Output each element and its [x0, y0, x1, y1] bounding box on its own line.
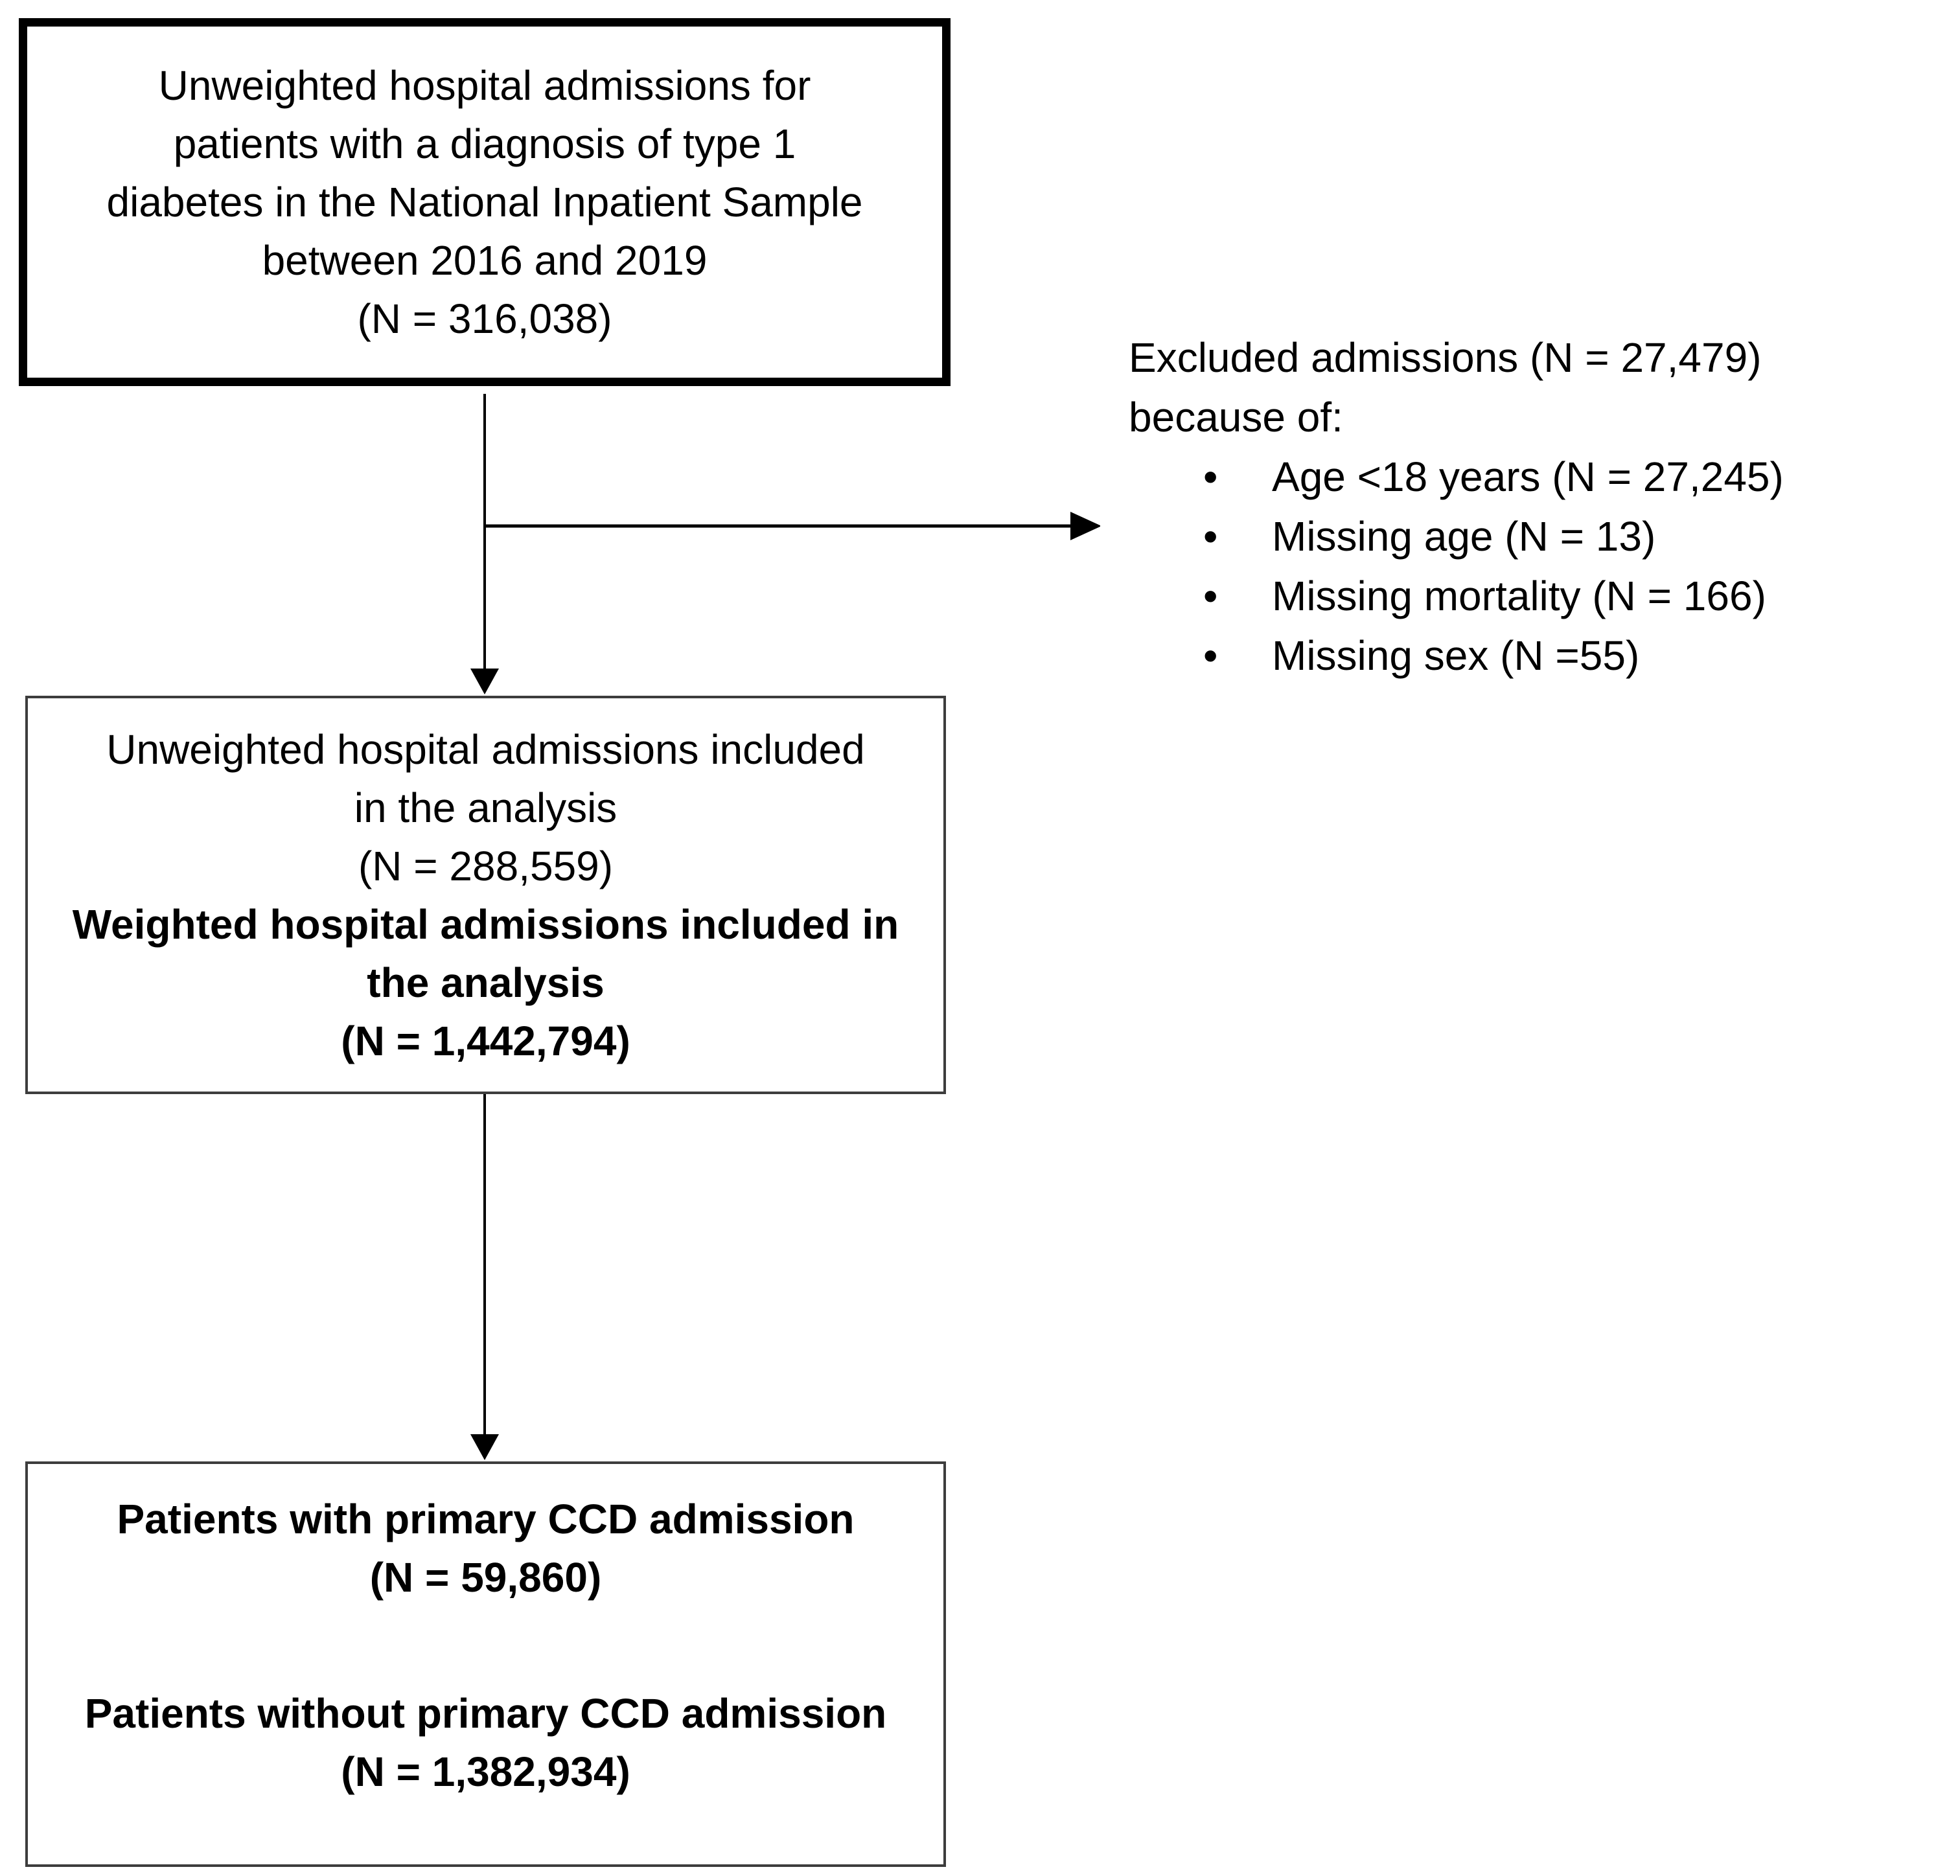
- top-box-line: diabetes in the National Inpatient Sampl…: [106, 179, 863, 225]
- included-line: the analysis: [367, 959, 605, 1006]
- included-admissions-box: Unweighted hospital admissions included …: [25, 696, 946, 1094]
- included-count: (N = 288,559): [358, 842, 614, 889]
- unweighted-included-group: Unweighted hospital admissions included …: [106, 720, 864, 895]
- excluded-reason-text: Missing age (N = 13): [1272, 513, 1656, 560]
- top-box-line: Unweighted hospital admissions for: [158, 62, 811, 109]
- excluded-reason-item: • Missing sex (N =55): [1129, 626, 1915, 685]
- weighted-included-group: Weighted hospital admissions included in…: [73, 895, 899, 1070]
- included-line: in the analysis: [354, 784, 617, 831]
- outcome-line: Patients without primary CCD admission: [84, 1690, 887, 1737]
- excluded-reason-item: • Age <18 years (N = 27,245): [1129, 447, 1915, 507]
- excluded-reason-item: • Missing mortality (N = 166): [1129, 566, 1915, 626]
- top-box-count: (N = 316,038): [357, 295, 612, 342]
- included-count: (N = 1,442,794): [341, 1017, 630, 1064]
- bullet-icon: •: [1203, 453, 1218, 500]
- outcome-count: (N = 1,382,934): [341, 1748, 630, 1795]
- outcome-line: Patients with primary CCD admission: [117, 1496, 855, 1542]
- with-ccd-group: Patients with primary CCD admission (N =…: [117, 1490, 854, 1607]
- excluded-admissions-box: Excluded admissions (N = 27,479) because…: [1100, 303, 1935, 759]
- arrowhead-down-outcome: [470, 1434, 499, 1460]
- top-box-total-admissions: Unweighted hospital admissions for patie…: [19, 18, 951, 386]
- included-line: Unweighted hospital admissions included: [106, 726, 865, 773]
- bullet-icon: •: [1203, 513, 1218, 560]
- arrowhead-down-included: [470, 669, 499, 694]
- excluded-header-line: because of:: [1129, 394, 1343, 440]
- excluded-reasons-list: • Age <18 years (N = 27,245) • Missing a…: [1129, 447, 1915, 685]
- ccd-outcome-box: Patients with primary CCD admission (N =…: [25, 1461, 946, 1867]
- excluded-reason-item: • Missing age (N = 13): [1129, 507, 1915, 566]
- excluded-reason-text: Missing mortality (N = 166): [1272, 573, 1766, 619]
- excluded-reason-text: Missing sex (N =55): [1272, 632, 1640, 679]
- top-box-line: between 2016 and 2019: [262, 237, 708, 284]
- arrowhead-right-excluded: [1070, 512, 1101, 540]
- excluded-reason-text: Age <18 years (N = 27,245): [1272, 453, 1784, 500]
- excluded-header-line: Excluded admissions (N = 27,479): [1129, 334, 1762, 381]
- bullet-icon: •: [1203, 573, 1218, 619]
- included-line: Weighted hospital admissions included in: [72, 900, 899, 948]
- outcome-count: (N = 59,860): [369, 1554, 602, 1601]
- bullet-icon: •: [1203, 632, 1218, 679]
- top-box-line: patients with a diagnosis of type 1: [173, 120, 796, 167]
- without-ccd-group: Patients without primary CCD admission (…: [85, 1684, 887, 1801]
